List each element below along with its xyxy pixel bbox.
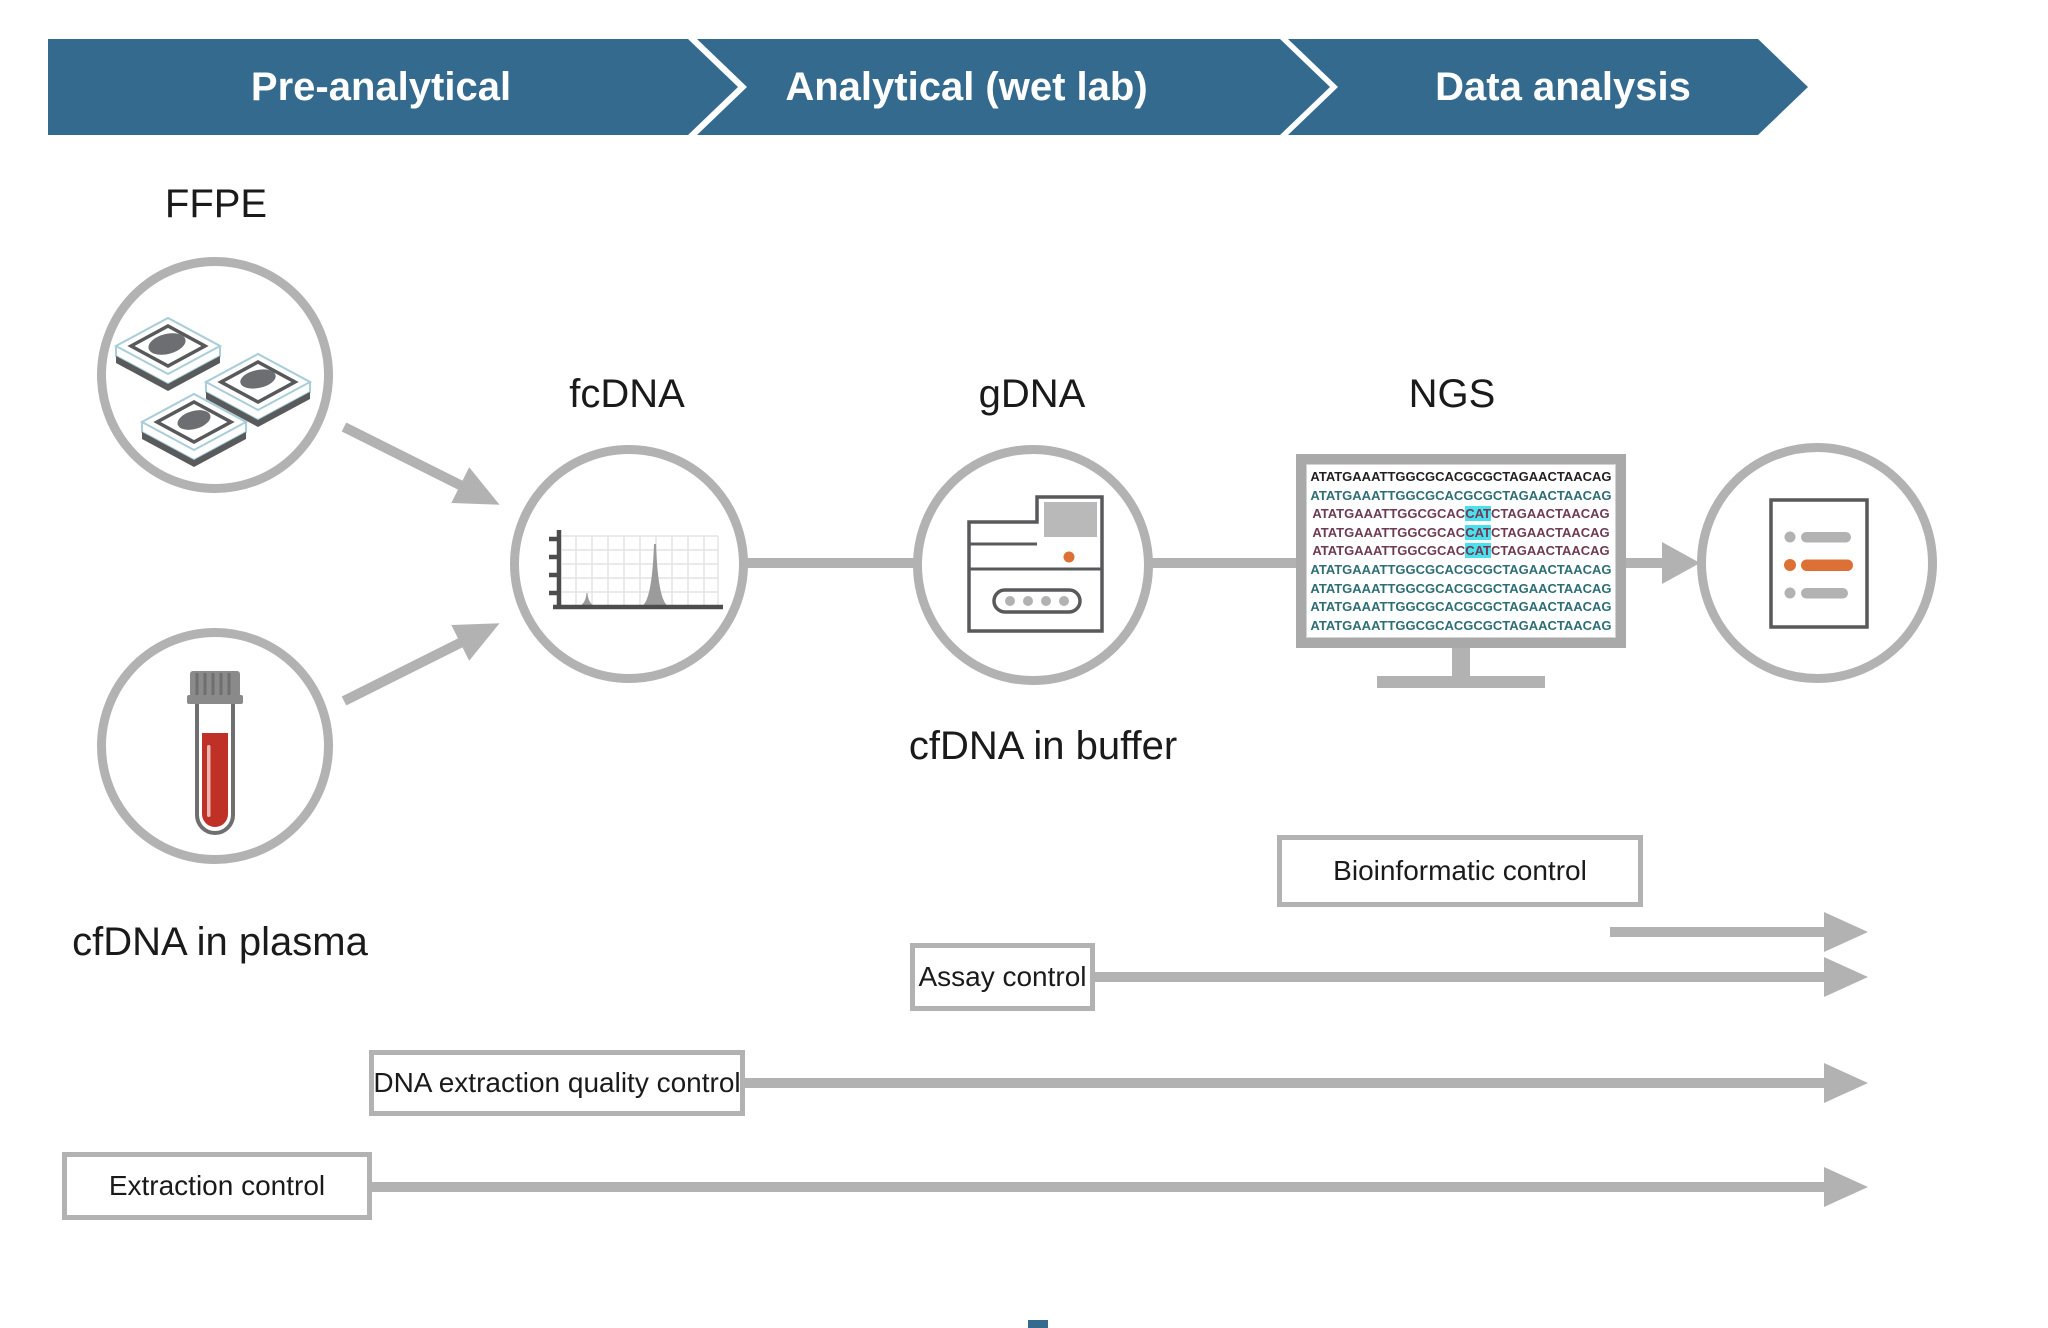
banner-label-preanalytical: Pre-analytical: [250, 64, 512, 109]
sequence-read: ATATGAAATTGGCGCACGCGCTAGAACTAACAG: [1310, 580, 1612, 596]
sequence-read-variant: ATATGAAATTGGCGCACCATCTAGAACTAACAG: [1307, 542, 1615, 561]
seq-post: CTAGAACTAACAG: [1490, 543, 1610, 559]
dna-extraction-qc-label: DNA extraction quality control: [373, 1067, 741, 1098]
assay-control-label: Assay control: [918, 961, 1087, 992]
plasma-to-fcdna-arrow: [341, 623, 500, 706]
cfdna-in-plasma-caption: cfDNA in plasma: [72, 920, 368, 964]
ngs-to-report-arrowhead: [1662, 542, 1700, 584]
ngs-label: NGS: [1408, 372, 1496, 416]
fcdna-node-circle: [510, 445, 748, 683]
monitor-stand-neck: [1452, 648, 1470, 678]
sequence-read: ATATGAAATTGGCGCACGCGCTAGAACTAACAG: [1310, 617, 1612, 633]
blood-tube-icon: [187, 671, 243, 835]
assay-control-box: Assay control: [910, 943, 1095, 1011]
seq-pre: ATATGAAATTGGCGCAC: [1312, 506, 1466, 522]
variant-highlight: CAT: [1465, 543, 1491, 559]
seq-pre: ATATGAAATTGGCGCAC: [1312, 543, 1466, 559]
instrument-icon: [967, 495, 1104, 633]
banner-segment-preanalytical: Pre-analytical: [48, 39, 738, 135]
ffpe-to-fcdna-arrow: [341, 422, 500, 505]
gdna-label: gDNA: [978, 372, 1086, 416]
banner-segment-analytical: Analytical (wet lab): [697, 39, 1330, 135]
seq-post: CTAGAACTAACAG: [1490, 524, 1610, 540]
ngs-screen: ATATGAAATTGGCGCACGCGCTAGAACTAACAG ATATGA…: [1306, 464, 1616, 638]
variant-highlight: CAT: [1465, 506, 1491, 522]
cfdna-in-buffer-caption: cfDNA in buffer: [908, 724, 1178, 768]
dna-extraction-qc-box: DNA extraction quality control: [369, 1050, 745, 1116]
sequence-read: ATATGAAATTGGCGCACGCGCTAGAACTAACAG: [1310, 469, 1612, 484]
sequence-read: ATATGAAATTGGCGCACGCGCTAGAACTAACAG: [1310, 487, 1612, 503]
ffpe-blocks-icon: [113, 316, 313, 467]
extraction-control-box: Extraction control: [62, 1152, 372, 1220]
fcdna-label: fcDNA: [569, 372, 685, 416]
report-list-icon: [1769, 498, 1869, 629]
sequence-read: ATATGAAATTGGCGCACGCGCTAGAACTAACAG: [1310, 599, 1612, 615]
ngs-monitor: ATATGAAATTGGCGCACGCGCTAGAACTAACAG ATATGA…: [1296, 454, 1626, 648]
sequence-read: ATATGAAATTGGCGCACGCGCTAGAACTAACAG: [1310, 561, 1612, 577]
banner-label-analytical: Analytical (wet lab): [785, 64, 1148, 109]
monitor-stand-base: [1377, 676, 1545, 688]
sequence-read-variant: ATATGAAATTGGCGCACCATCTAGAACTAACAG: [1307, 524, 1615, 543]
extraction-control-label: Extraction control: [108, 1170, 326, 1201]
seq-post: CTAGAACTAACAG: [1490, 506, 1610, 522]
plasma-node-circle: [97, 628, 333, 864]
report-node-circle: [1697, 443, 1937, 683]
sequence-read-variant: ATATGAAATTGGCGCACCATCTAGAACTAACAG: [1307, 505, 1615, 524]
electropherogram-icon: [549, 530, 723, 610]
variant-highlight: CAT: [1465, 524, 1491, 540]
gdna-node-circle: [913, 445, 1153, 685]
ffpe-label: FFPE: [164, 182, 268, 226]
seq-pre: ATATGAAATTGGCGCAC: [1312, 524, 1466, 540]
bioinformatic-control-box: Bioinformatic control: [1277, 835, 1643, 907]
ffpe-node-circle: [97, 257, 333, 493]
banner-label-data-analysis: Data analysis: [1435, 64, 1691, 109]
cropped-caption-mark: [1028, 1320, 1048, 1328]
bioinformatic-control-label: Bioinformatic control: [1333, 855, 1587, 886]
banner-segment-data-analysis: Data analysis: [1288, 39, 1808, 135]
